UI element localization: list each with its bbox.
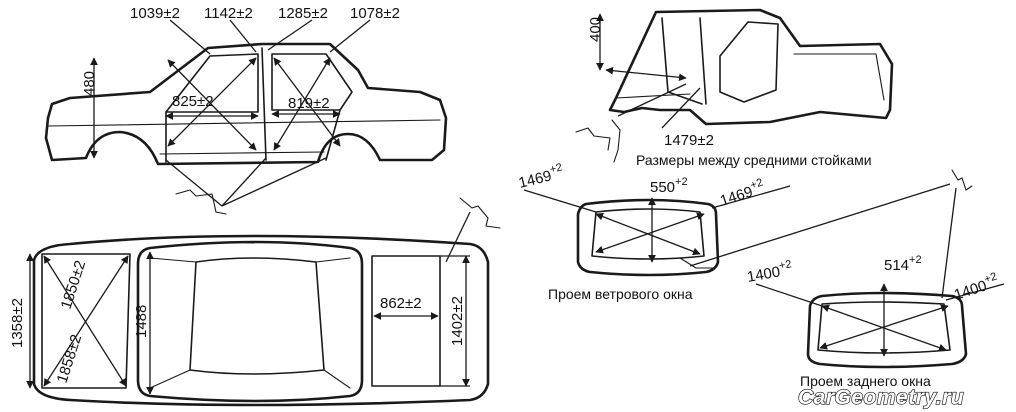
top-body-outline (32, 234, 490, 407)
rear-window-caption: Проем заднего окна (800, 373, 931, 389)
windshield-diag-left: 1469+2 (516, 161, 565, 192)
windshield-diag-right: 1469+2 (717, 177, 767, 210)
side-view: 1039±2 1142±2 1285±2 1078±2 480 825±2 81… (44, 5, 448, 215)
top-front-opening (41, 253, 131, 389)
windshield-outline (576, 198, 720, 277)
rear-window-opening: 1400+2 514+2 1400+2 Проем заднего окна (745, 169, 1005, 389)
rear-window-outline (806, 291, 968, 369)
side-dim-1039: 1039±2 (130, 5, 180, 22)
pillar-caption: Размеры между средними стойками (636, 152, 872, 168)
top-roof (136, 240, 364, 403)
pillar-width-1479: 1479±2 (664, 132, 714, 149)
side-dim-1078: 1078±2 (350, 5, 400, 22)
top-view: 1358±2 1850±2 1858±2 1488 862±2 1402±2 (9, 197, 501, 407)
windshield-opening: 1469+2 550+2 1469+2 Проем ветрового окна (516, 161, 951, 302)
windshield-height: 550+2 (650, 176, 688, 196)
rear-diag-left: 1400+2 (745, 258, 794, 286)
pillar-height-400: 400 (587, 17, 604, 42)
side-front-diagonal: 825±2 (172, 93, 214, 110)
top-rear-width: 862±2 (380, 295, 422, 312)
top-front-diag-lower: 1858±2 (54, 332, 86, 385)
side-body-outline (44, 42, 448, 166)
rear-height: 514+2 (884, 254, 922, 274)
side-dim-1285: 1285±2 (278, 5, 328, 22)
side-dim-1142: 1142±2 (204, 5, 253, 22)
side-height-480: 480 (81, 71, 98, 96)
top-rear-height: 1402±2 (449, 296, 466, 346)
top-roof-length: 1488 (133, 305, 150, 338)
top-front-height: 1358±2 (9, 298, 26, 348)
pillar-body-outline (608, 8, 894, 126)
side-rear-diagonal: 819±2 (288, 95, 330, 112)
pillar-view: 400 1479±2 Размеры между средними стойка… (575, 8, 894, 168)
windshield-caption: Проем ветрового окна (548, 286, 693, 302)
watermark-logo: CarGeometry.ru (798, 386, 964, 409)
top-rear-opening (371, 255, 441, 387)
